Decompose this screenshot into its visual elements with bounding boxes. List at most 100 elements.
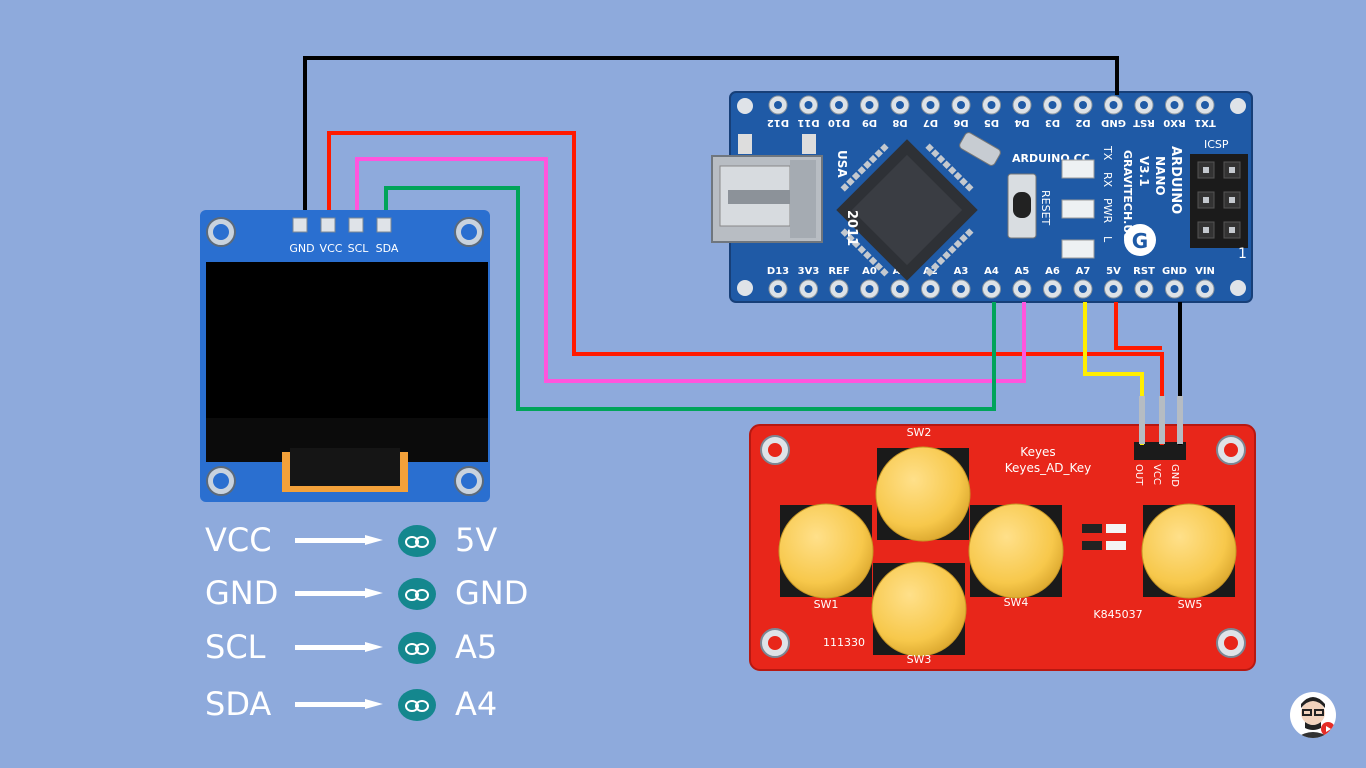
icsp-label: ICSP bbox=[1204, 138, 1229, 151]
oled-pin-label-vcc: VCC bbox=[320, 242, 343, 255]
mapping-from-label: SDA bbox=[205, 685, 272, 723]
board-country: USA bbox=[835, 150, 849, 178]
mount-hole-icon bbox=[213, 224, 229, 240]
mapping-to-label: 5V bbox=[455, 521, 498, 559]
wire-scl bbox=[355, 157, 1026, 383]
switch-label-sw5: SW5 bbox=[1178, 598, 1203, 611]
bottom-pin-label-3: A0 bbox=[862, 266, 877, 277]
button-cap-2 bbox=[875, 446, 971, 542]
mount-hole-icon bbox=[213, 473, 229, 489]
keypad-pin-header bbox=[1134, 442, 1186, 460]
bottom-pin-label-6: A3 bbox=[954, 266, 969, 277]
status-leds bbox=[1061, 159, 1095, 259]
board-name-line-1: ARDUINO bbox=[1168, 146, 1183, 214]
mapping-from-label: VCC bbox=[205, 521, 272, 559]
arrow-right-icon bbox=[295, 535, 383, 545]
bottom-pin-label-12: RST bbox=[1133, 266, 1155, 277]
reset-label: RESET bbox=[1039, 190, 1052, 226]
button-cap-4 bbox=[871, 561, 967, 657]
switch-label-sw4: SW4 bbox=[1004, 596, 1029, 609]
keypad-buttons bbox=[778, 446, 1237, 657]
bottom-pin-label-0: D13 bbox=[767, 266, 789, 277]
button-cap-1 bbox=[778, 503, 874, 599]
wire-gnd bbox=[303, 56, 1119, 210]
mapping-to-label: A4 bbox=[455, 685, 498, 723]
board-name-line-3: V3.1 bbox=[1137, 156, 1151, 187]
keypad-brand: Keyes bbox=[1020, 445, 1055, 459]
top-pin-label-5: D7 bbox=[923, 117, 938, 128]
arrow-right-icon bbox=[295, 588, 383, 598]
icsp-header bbox=[1190, 154, 1248, 248]
bottom-pin-label-14: VIN bbox=[1195, 266, 1215, 277]
arrow-right-icon bbox=[295, 642, 383, 652]
top-pin-label-10: D2 bbox=[1075, 117, 1090, 128]
bottom-pin-label-11: 5V bbox=[1106, 266, 1121, 277]
nano-top-pin-pads bbox=[768, 95, 1215, 115]
arduino-logo-icon bbox=[398, 525, 436, 557]
switch-label-sw2: SW2 bbox=[907, 426, 932, 439]
keypad-pin-label-out: OUT bbox=[1133, 464, 1144, 486]
top-pin-label-13: RX0 bbox=[1163, 117, 1185, 128]
board-name-line-2: NANO bbox=[1153, 156, 1167, 196]
bottom-pin-label-9: A6 bbox=[1045, 266, 1060, 277]
top-pin-label-6: D6 bbox=[953, 117, 968, 128]
mount-hole-icon bbox=[461, 224, 477, 240]
nano-bottom-pin-pads bbox=[768, 279, 1215, 299]
bottom-pin-label-8: A5 bbox=[1015, 266, 1030, 277]
arduino-logo-icon bbox=[398, 689, 436, 721]
button-cap-3 bbox=[968, 503, 1064, 599]
oled-display-module: GND VCC SCL SDA bbox=[200, 210, 490, 502]
keypad-pin-label-vcc: VCC bbox=[1151, 464, 1162, 485]
reset-button bbox=[1007, 173, 1037, 239]
board-year: 2011 bbox=[844, 210, 859, 246]
wire-vcc-5v bbox=[1114, 302, 1162, 350]
icsp-pin-1-label: 1 bbox=[1238, 246, 1247, 262]
arduino-logo-icon bbox=[398, 578, 436, 610]
oled-screen bbox=[206, 262, 488, 422]
top-pin-label-1: D11 bbox=[797, 117, 819, 128]
mapping-to-label: GND bbox=[455, 574, 529, 612]
keyes-ad-key-module: Keyes Keyes_AD_Key OUT VCC GND SW1 SW2 S… bbox=[749, 424, 1256, 671]
arduino-logo-icon bbox=[398, 632, 436, 664]
wire-sda bbox=[384, 186, 996, 411]
button-cap-5 bbox=[1141, 503, 1237, 599]
bottom-pin-label-1: 3V3 bbox=[798, 266, 820, 277]
switch-label-sw1: SW1 bbox=[814, 598, 839, 611]
top-pin-label-9: D3 bbox=[1045, 117, 1060, 128]
oled-pin-label-gnd: GND bbox=[289, 242, 314, 255]
mapping-from-label: GND bbox=[205, 574, 279, 612]
keypad-pin-label-gnd: GND bbox=[1169, 464, 1180, 487]
led-label-l: L bbox=[1101, 236, 1114, 243]
wires bbox=[303, 56, 1182, 445]
bottom-pin-label-7: A4 bbox=[984, 266, 999, 277]
usb-connector-icon bbox=[711, 155, 823, 243]
wire-vcc bbox=[327, 131, 1164, 445]
mapping-to-label: A5 bbox=[455, 628, 498, 666]
top-pin-label-2: D10 bbox=[828, 117, 850, 128]
led-label-pwr: PWR bbox=[1101, 198, 1114, 224]
top-pin-label-14: TX1 bbox=[1194, 117, 1216, 128]
switch-label-sw3: SW3 bbox=[907, 653, 932, 666]
wire-out bbox=[1083, 302, 1144, 445]
mapping-from-label: SCL bbox=[205, 628, 266, 666]
led-label-tx: TX bbox=[1101, 145, 1114, 161]
crystal-icon bbox=[959, 132, 1001, 166]
top-pin-label-4: D8 bbox=[892, 117, 907, 128]
top-pin-label-0: D12 bbox=[767, 117, 789, 128]
keypad-code-1: 111330 bbox=[823, 636, 865, 649]
led-label-rx: RX bbox=[1101, 172, 1114, 188]
gravitech-logo-icon: G bbox=[1124, 224, 1156, 256]
top-pin-label-7: D5 bbox=[984, 117, 999, 128]
keypad-header-pins bbox=[1139, 396, 1183, 444]
bottom-pin-label-13: GND bbox=[1162, 266, 1187, 277]
oled-pin-label-scl: SCL bbox=[348, 242, 370, 255]
top-pin-label-12: RST bbox=[1133, 117, 1155, 128]
top-pin-label-3: D9 bbox=[862, 117, 877, 128]
top-pin-label-11: GND bbox=[1101, 117, 1126, 128]
mount-hole-icon bbox=[461, 473, 477, 489]
channel-avatar-icon[interactable] bbox=[1290, 692, 1336, 738]
keypad-resistors bbox=[1082, 524, 1126, 550]
